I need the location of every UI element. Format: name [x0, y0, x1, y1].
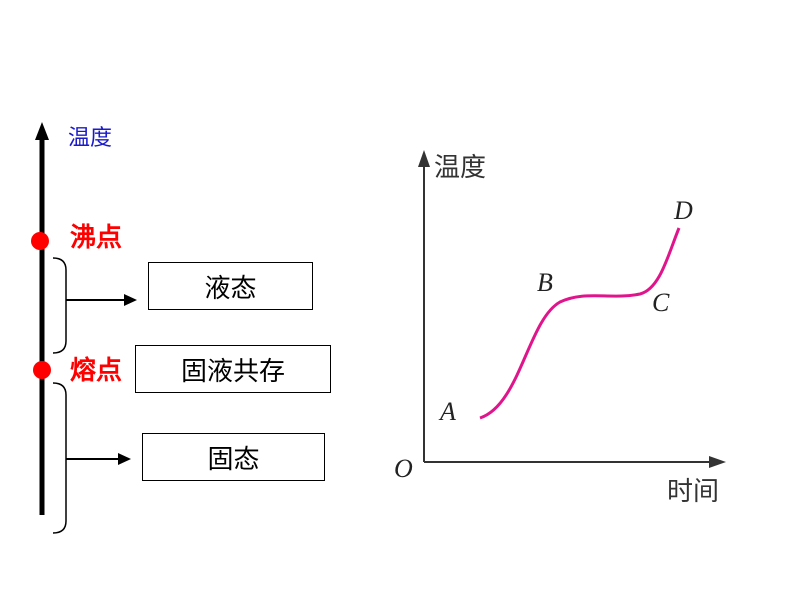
point-label-d: D [673, 196, 693, 225]
chart-x-axis-label: 时间 [667, 477, 719, 507]
liquid-range-bracket [52, 257, 67, 354]
solid-range-bracket [52, 382, 67, 534]
boiling-point-dot [31, 232, 49, 250]
liquid-state-label: 液态 [204, 273, 257, 304]
solid-arrow-head [118, 453, 131, 465]
heating-curve [479, 227, 681, 420]
melting-point-label: 熔点 [70, 356, 123, 386]
solid-state-label: 固态 [207, 444, 260, 475]
point-label-c: C [652, 288, 670, 317]
melting-point-dot [33, 361, 51, 379]
chart-y-axis-label: 温度 [434, 153, 486, 183]
point-label-b: B [537, 268, 553, 297]
boiling-point-label: 沸点 [70, 223, 123, 253]
chart-x-axis-arrow [709, 456, 726, 468]
point-label-a: A [438, 397, 456, 426]
temperature-axis-label: 温度 [68, 126, 113, 151]
liquid-arrow-head [124, 294, 137, 306]
temperature-axis-arrow [35, 122, 49, 140]
origin-label: O [394, 454, 413, 483]
coexist-state-box: 固液共存 [135, 345, 331, 393]
coexist-state-label: 固液共存 [180, 356, 285, 387]
solid-state-box: 固态 [142, 433, 325, 481]
liquid-state-box: 液态 [148, 262, 313, 310]
chart-y-axis-arrow [418, 150, 430, 167]
